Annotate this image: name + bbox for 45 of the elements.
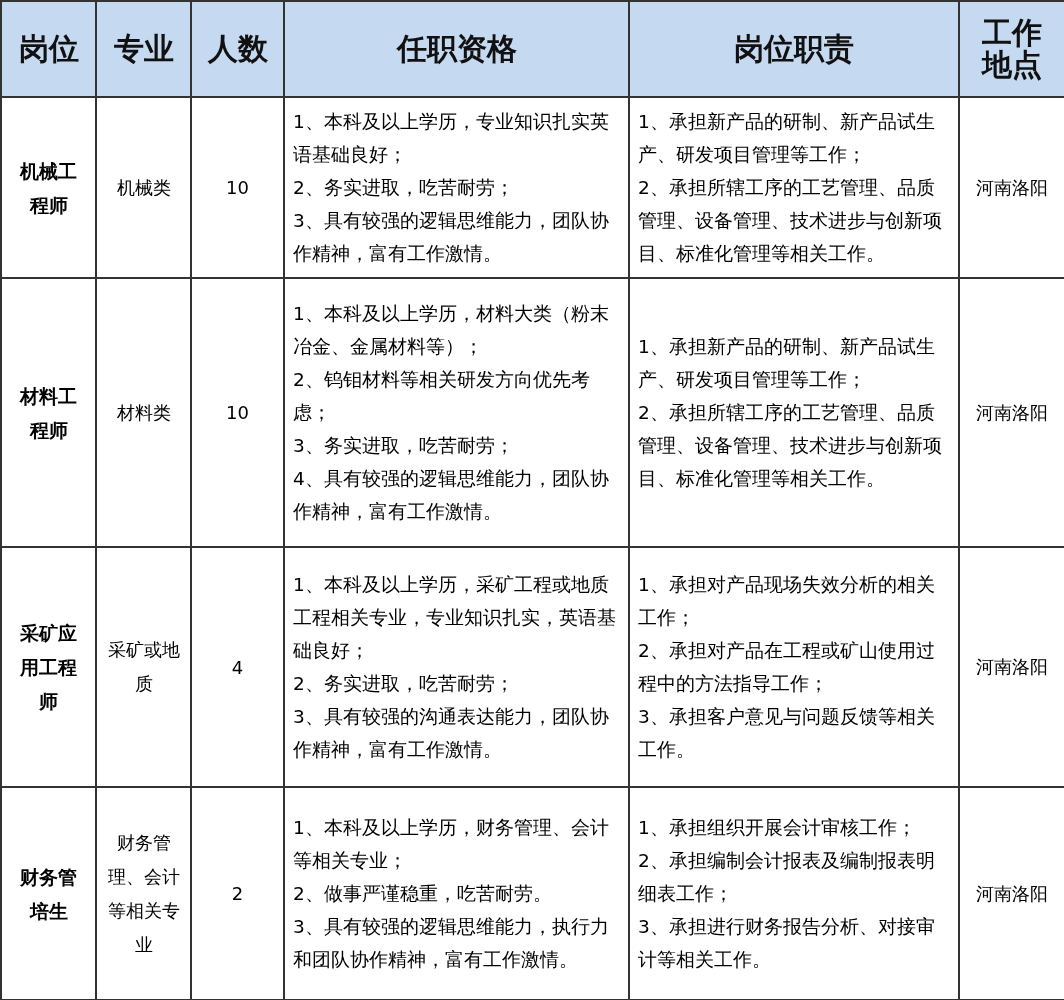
column-header: 任职资格	[396, 29, 517, 68]
column-header: 人数	[207, 29, 268, 68]
duty-item: 1、承担组织开展会计审核工作；	[637, 816, 917, 840]
work-location: 河南洛阳	[976, 176, 1048, 198]
job-title: 财务管培生	[19, 864, 78, 924]
major: 机械类	[115, 175, 172, 200]
work-location: 河南洛阳	[976, 656, 1048, 677]
qualification-item: 3、具有较强的沟通表达能力，团队协作精神，富有工作激情。	[292, 705, 610, 762]
qualification-item: 1、本科及以上学历，专业知识扎实英语基础良好；	[292, 110, 610, 167]
duty-item: 2、承担所辖工序的工艺管理、品质管理、设备管理、技术进步与创新项目、标准化管理等相关工作。	[637, 401, 943, 491]
column-header: 工作地点	[980, 17, 1043, 81]
qualification-item: 2、务实进取，吃苦耐劳；	[292, 176, 515, 200]
duty-item: 3、承担进行财务报告分析、对接审计等相关工作。	[637, 915, 936, 972]
major: 材料类	[115, 400, 172, 425]
qualification-item: 1、本科及以上学历，财务管理、会计等相关专业；	[292, 816, 610, 873]
qualification-item: 4、具有较强的逻辑思维能力，团队协作精神，富有工作激情。	[292, 467, 610, 524]
column-header: 岗位职责	[734, 29, 854, 68]
duty-item: 1、承担对产品现场失效分析的相关工作；	[637, 573, 936, 630]
headcount: 4	[231, 656, 244, 678]
headcount: 10	[226, 402, 249, 423]
column-header: 专业	[113, 29, 174, 68]
work-location: 河南洛阳	[976, 882, 1048, 904]
major: 采矿或地质	[106, 638, 181, 696]
duty-item: 1、承担新产品的研制、新产品试生产、研发项目管理等工作；	[637, 335, 936, 392]
column-header: 岗位	[18, 29, 79, 68]
job-title: 机械工程师	[18, 158, 78, 218]
qualification-item: 3、具有较强的逻辑思维能力，执行力和团队协作精神，富有工作激情。	[292, 915, 610, 972]
headcount: 2	[231, 883, 244, 904]
job-title: 采矿应用工程师	[19, 621, 78, 714]
job-title: 材料工程师	[18, 383, 78, 443]
duty-item: 2、承担编制会计报表及编制报表明细表工作；	[637, 849, 936, 906]
qualification-item: 3、具有较强的逻辑思维能力，团队协作精神，富有工作激情。	[292, 209, 610, 266]
duty-item: 2、承担所辖工序的工艺管理、品质管理、设备管理、技术进步与创新项目、标准化管理等相关工作。	[637, 176, 943, 266]
qualification-item: 2、务实进取，吃苦耐劳；	[292, 672, 515, 696]
duty-item: 1、承担新产品的研制、新产品试生产、研发项目管理等工作；	[637, 110, 936, 167]
qualification-item: 3、务实进取，吃苦耐劳；	[292, 434, 515, 458]
qualification-item: 1、本科及以上学历，材料大类（粉末冶金、金属材料等）；	[292, 302, 610, 359]
duty-item: 3、承担客户意见与问题反馈等相关工作。	[637, 705, 936, 762]
headcount: 10	[226, 177, 249, 198]
qualification-item: 2、做事严谨稳重，吃苦耐劳。	[292, 882, 553, 906]
qualification-item: 2、钨钼材料等相关研发方向优先考虑；	[292, 368, 591, 425]
duty-item: 2、承担对产品在工程或矿山使用过程中的方法指导工作；	[637, 639, 936, 696]
major: 财务管理、会计等相关专业	[106, 830, 181, 957]
work-location: 河南洛阳	[976, 401, 1048, 423]
qualification-item: 1、本科及以上学历，采矿工程或地质工程相关专业，专业知识扎实，英语基础良好；	[292, 573, 617, 663]
